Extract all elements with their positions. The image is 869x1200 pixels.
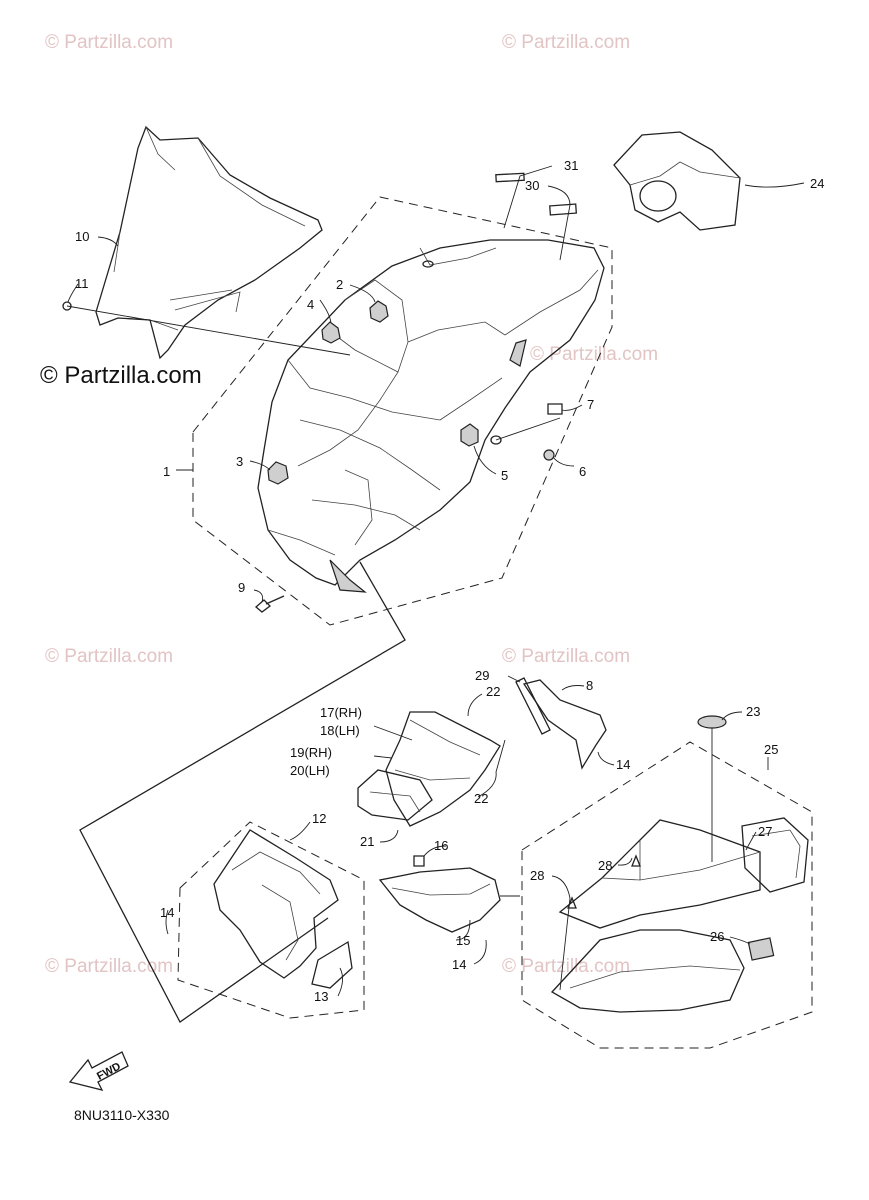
- callout-3: 3: [236, 454, 243, 469]
- small-fasteners: [62, 172, 727, 729]
- watermark-bottom-right: © Partzilla.com: [502, 956, 630, 977]
- callout-31: 31: [564, 158, 578, 173]
- callout-19: 19(RH): [290, 745, 332, 760]
- callout-28a: 28: [598, 858, 612, 873]
- hood-decals: [267, 300, 479, 485]
- callout-7: 7: [587, 397, 594, 412]
- callout-5: 5: [501, 468, 508, 483]
- callout-17: 17(RH): [320, 705, 362, 720]
- decal-3: [267, 461, 289, 485]
- callout-30: 30: [525, 178, 539, 193]
- callout-22a: 22: [486, 684, 500, 699]
- callout-11: 11: [75, 276, 89, 291]
- callouts: 1 2 3 4 5 6 7 8 9 10 11 12 13 14 14 14 1…: [75, 158, 824, 1004]
- part-6-grommet: [543, 449, 555, 461]
- callout-14a: 14: [160, 905, 174, 920]
- group-outline-airbox: [521, 741, 813, 1049]
- part-26-label: [747, 937, 775, 961]
- callout-2: 2: [336, 277, 343, 292]
- callout-27: 27: [758, 824, 772, 839]
- hood-shroud: [257, 239, 605, 593]
- watermarks: © Partzilla.com © Partzilla.com © Partzi…: [40, 32, 658, 977]
- airbox: [550, 817, 809, 1013]
- part-30-label: [549, 203, 578, 216]
- group-outline-lower-left: [177, 821, 365, 1019]
- callout-18: 18(LH): [320, 723, 360, 738]
- callout-26: 26: [710, 929, 724, 944]
- decal-5: [460, 423, 479, 447]
- watermark-lower-right: © Partzilla.com: [502, 646, 630, 667]
- callout-8: 8: [586, 678, 593, 693]
- callout-1: 1: [163, 464, 170, 479]
- decal-4: [321, 321, 341, 344]
- callout-14b: 14: [452, 957, 466, 972]
- callout-25: 25: [764, 742, 778, 757]
- watermark-top-right: © Partzilla.com: [502, 32, 630, 53]
- middle-panel: [378, 855, 501, 933]
- callout-4: 4: [307, 297, 314, 312]
- decal-2: [369, 300, 389, 323]
- callout-29: 29: [475, 668, 489, 683]
- callout-21: 21: [360, 834, 374, 849]
- part-11-rivet: [62, 301, 72, 311]
- callout-23: 23: [746, 704, 760, 719]
- part-31-label: [495, 172, 525, 183]
- handlebar-cover: [613, 131, 741, 231]
- leader-lines: [66, 165, 805, 997]
- part-28-screw-b: [567, 896, 577, 909]
- callout-6: 6: [579, 464, 586, 479]
- callout-10: 10: [75, 229, 89, 244]
- callout-9: 9: [238, 580, 245, 595]
- side-panels: [515, 677, 607, 770]
- callout-12: 12: [312, 811, 326, 826]
- duct-assembly: [357, 711, 501, 827]
- part-9-bolt: [254, 595, 285, 613]
- watermark-bottom-left: © Partzilla.com: [45, 956, 173, 977]
- group-outline-hood: [192, 196, 613, 626]
- part-23-cap: [697, 715, 727, 729]
- diagram-code: 8NU3110-X330: [74, 1107, 170, 1123]
- watermark-lower-left: © Partzilla.com: [45, 646, 173, 667]
- callout-16: 16: [434, 838, 448, 853]
- callout-22b: 22: [474, 791, 488, 806]
- callout-24: 24: [810, 176, 824, 191]
- fwd-arrow-icon: FWD: [68, 1051, 129, 1091]
- watermark-main: © Partzilla.com: [40, 362, 202, 389]
- watermark-mid-right: © Partzilla.com: [530, 344, 658, 365]
- part-16-clip: [413, 855, 425, 867]
- lower-assembly-outline: [79, 561, 406, 1023]
- callout-20: 20(LH): [290, 763, 330, 778]
- callout-14c: 14: [616, 757, 630, 772]
- part-28-screw-a: [631, 854, 641, 867]
- callout-13: 13: [314, 989, 328, 1004]
- callout-28b: 28: [530, 868, 544, 883]
- windshield: [95, 125, 323, 360]
- lower-left-panel: [213, 829, 353, 989]
- part-7-clip: [547, 403, 563, 415]
- callout-15: 15: [456, 933, 470, 948]
- watermark-top-left: © Partzilla.com: [45, 32, 173, 53]
